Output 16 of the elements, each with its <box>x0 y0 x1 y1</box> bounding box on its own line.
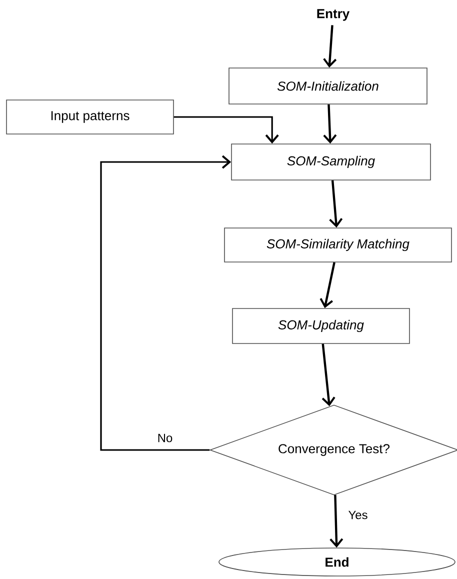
process-box: SOM-Initialization <box>228 68 428 104</box>
arrow <box>100 155 232 451</box>
process-box: SOM-Updating <box>232 308 410 344</box>
arrow <box>322 344 336 406</box>
process-box: SOM-Sampling <box>231 144 431 180</box>
edge-label: Yes <box>348 510 368 520</box>
process-box: Input patterns <box>6 100 174 134</box>
edge-label: No <box>158 434 172 442</box>
arrow <box>329 180 343 228</box>
arrow <box>323 104 337 144</box>
arrow <box>323 25 337 68</box>
arrow <box>320 262 336 308</box>
arrow <box>174 116 279 144</box>
entry-label: Entry <box>317 9 350 21</box>
process-box: SOM-Similarity Matching <box>224 228 452 262</box>
arrow <box>330 494 344 548</box>
